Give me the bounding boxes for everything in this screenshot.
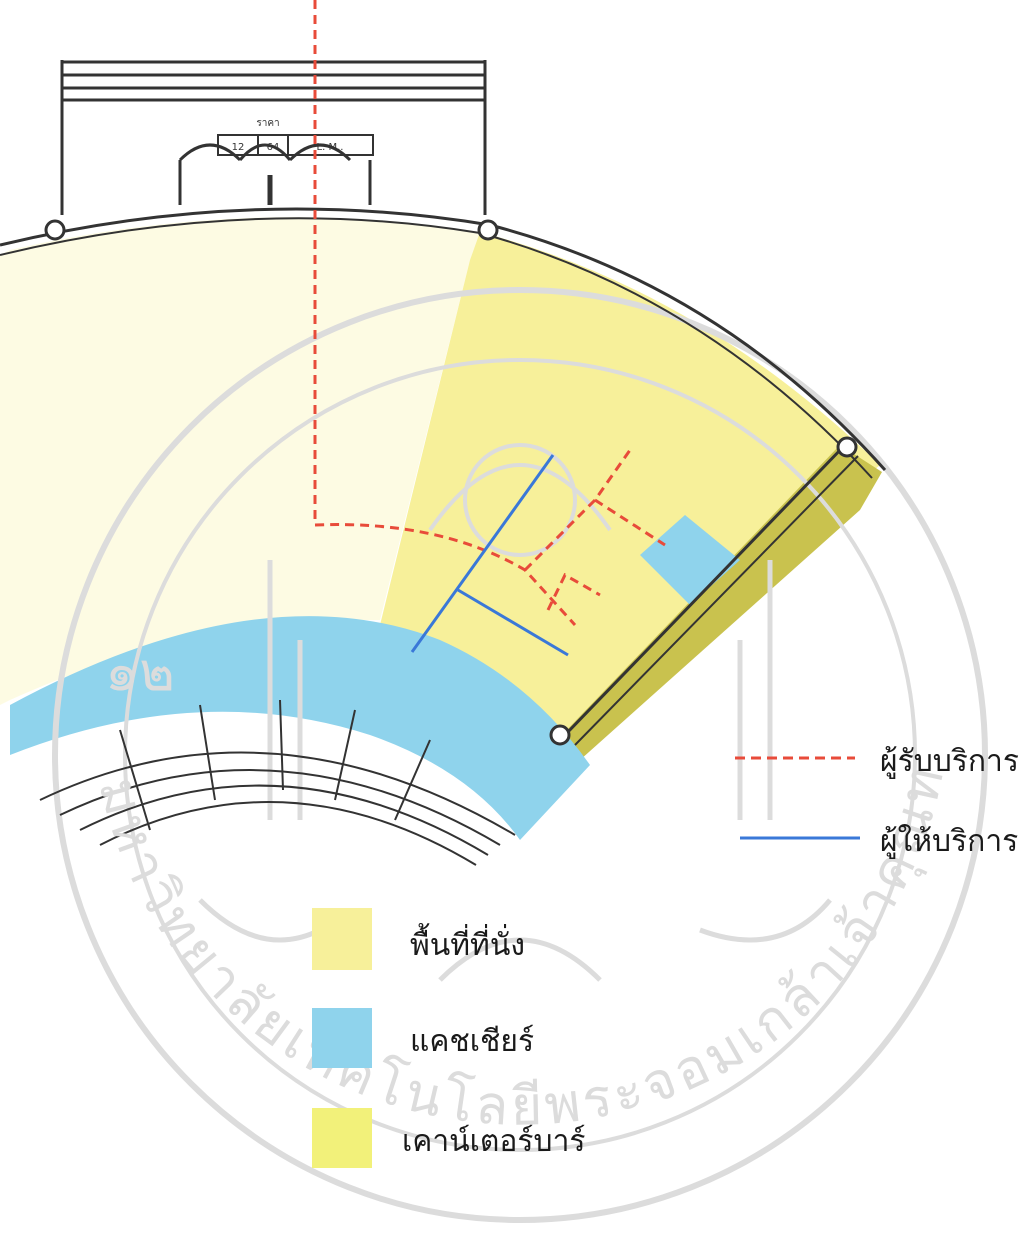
cashier-legend-label: แคชเชียร์	[410, 1024, 535, 1059]
counter-legend-label: เคาน์เตอร์บาร์	[402, 1124, 586, 1159]
plan-header-text: ราคา	[256, 118, 279, 129]
inner-steps	[39, 699, 516, 866]
plan-cell-text: 64	[267, 142, 280, 153]
watermark-number: ๑๒	[105, 640, 175, 703]
plan-cell-text: L. M..	[317, 142, 344, 153]
counter-bar-area	[562, 445, 882, 760]
column-node	[549, 724, 571, 746]
customer-path	[313, 0, 666, 627]
cashier-counter	[640, 515, 740, 605]
seating-legend-label: พื้นที่ที่นั่ง	[410, 928, 525, 963]
column-node	[836, 436, 858, 458]
seating-legend-swatch	[312, 908, 372, 970]
counter-legend-swatch	[312, 1108, 372, 1168]
seating-area-pale	[0, 217, 480, 705]
customer-legend-label: ผู้รับบริการ	[880, 744, 1020, 779]
cashier-legend-swatch	[312, 1008, 372, 1068]
column-node	[44, 219, 66, 241]
cashier-area	[10, 616, 590, 840]
building-frame	[60, 60, 487, 215]
plan-cell-text: 12	[232, 142, 245, 153]
staff-legend-label: ผู้ให้บริการ	[880, 824, 1019, 859]
staff-path	[410, 454, 569, 657]
university-seal-icon	[52, 287, 988, 1223]
column-node	[477, 219, 499, 241]
